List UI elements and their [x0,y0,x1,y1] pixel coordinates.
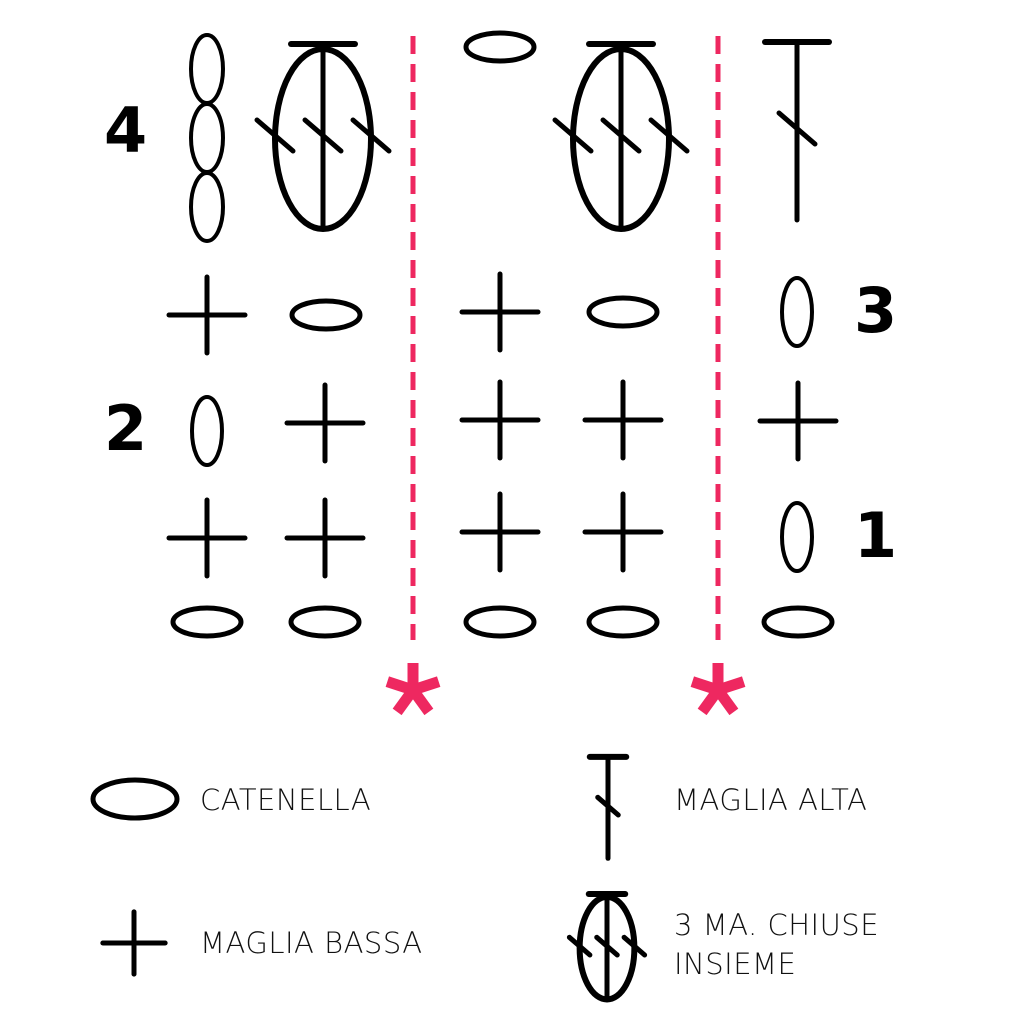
turning-chain-icon [190,395,224,467]
asterisk-icon [690,663,746,716]
asterisk-icon [385,663,441,716]
legend-label-line1: 3 MA. CHIUSE [674,908,880,942]
single-crochet-icon [284,382,366,464]
chain-stitch-icon [463,30,537,64]
legend-single-crochet-icon [100,909,168,977]
legend-label-maglia-alta: MAGLIA ALTA [674,783,868,817]
single-crochet-icon [459,271,541,353]
legend-label-catenella: CATENELLA [200,783,372,817]
single-crochet-icon [757,380,839,462]
chain-stitch-icon [463,605,537,639]
chain-stitch-icon [586,295,660,329]
row-number-2: 2 [104,392,148,465]
turning-chain-3-icon [189,33,225,243]
legend-label-maglia-bassa: MAGLIA BASSA [200,926,423,960]
legend-label-line2: INSIEME [674,947,797,982]
single-crochet-icon [582,379,664,461]
row-number-4: 4 [104,94,148,167]
single-crochet-icon [459,379,541,461]
legend-chain-stitch-icon [90,777,180,821]
single-crochet-icon [284,497,366,579]
repeat-marker-2 [690,36,746,716]
turning-chain-icon [780,501,814,573]
turning-chain-icon [780,276,814,348]
legend-double-crochet-icon [586,753,630,861]
chain-stitch-icon [586,605,660,639]
chain-stitch-icon [288,605,362,639]
single-crochet-icon [459,491,541,573]
row-number-3: 3 [854,274,898,347]
single-crochet-icon [582,491,664,573]
dc3tog-cluster-icon [552,41,690,232]
legend-dc3tog-cluster-icon [566,890,648,1003]
chain-stitch-icon [289,298,363,332]
chain-stitch-icon [761,605,835,639]
double-crochet-icon [762,39,832,223]
row-number-1: 1 [854,499,898,572]
repeat-marker-1 [385,36,441,716]
chain-stitch-icon [170,605,244,639]
dc3tog-cluster-icon [254,41,392,232]
single-crochet-icon [166,497,248,579]
single-crochet-icon [166,274,248,356]
legend-label-3ma-chiuse-insieme: 3 MA. CHIUSE INSIEME [674,906,879,984]
